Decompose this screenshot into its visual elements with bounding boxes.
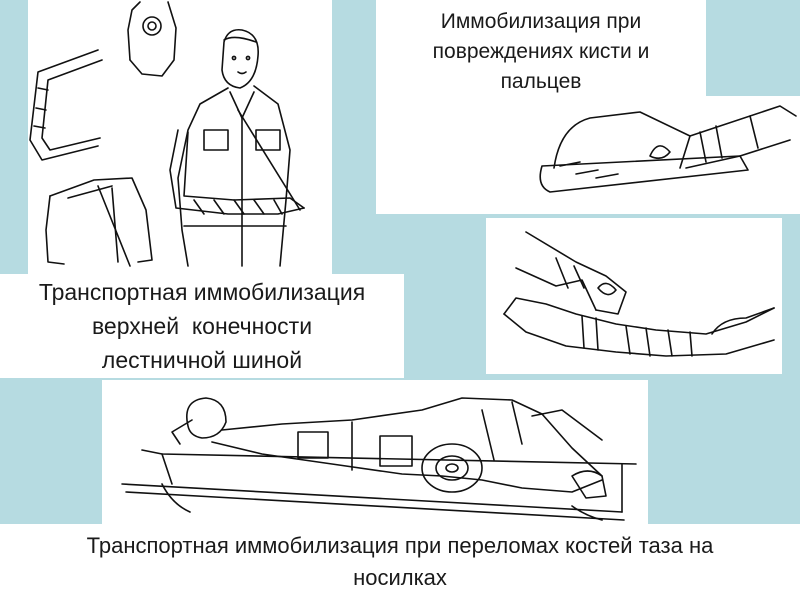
caption-pelvis: Транспортная иммобилизация при переломах…: [0, 524, 800, 600]
caption-pelvis-line-1: Транспортная иммобилизация при переломах…: [86, 533, 714, 558]
upper-limb-panel: [28, 0, 332, 274]
caption-upper-limb-line-3: лестничной шиной: [101, 347, 303, 373]
hand-panel-top: [376, 96, 800, 214]
caption-hand-line-2: повреждениях кисти и: [432, 40, 650, 63]
caption-hand-fingers: Иммобилизация при повреждениях кисти и п…: [376, 0, 706, 104]
caption-upper-limb-line-2: верхней конечности: [91, 313, 313, 339]
caption-hand-line-3: пальцев: [500, 70, 582, 93]
caption-pelvis-line-2: носилках: [353, 565, 447, 590]
hand-forearm-bandage-illustration: [503, 231, 775, 357]
caption-upper-limb: Транспортная иммобилизация верхней конеч…: [0, 274, 404, 378]
hand-panel-bottom: [486, 218, 782, 374]
caption-hand-line-1: Иммобилизация при: [440, 10, 642, 33]
teal-background-left: [0, 0, 28, 274]
hand-board-splint-illustration: [539, 105, 797, 193]
stretcher-pelvis-illustration: [121, 397, 637, 521]
caption-upper-limb-line-1: Транспортная иммобилизация: [38, 279, 366, 305]
ladder-splint-arm-illustration: [29, 1, 305, 267]
